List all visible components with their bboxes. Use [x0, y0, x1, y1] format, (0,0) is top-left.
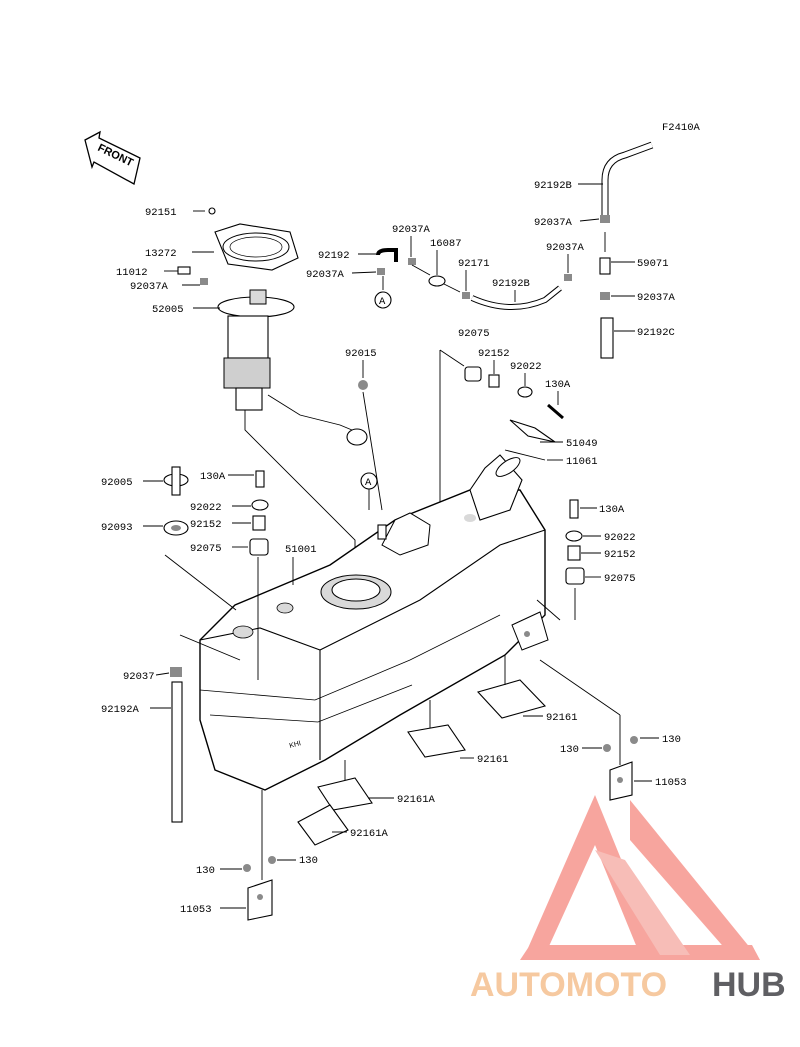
label-92037: 92037 — [123, 671, 155, 683]
pad-92161a-lower-icon — [297, 804, 349, 846]
pad-92161-right-icon — [476, 679, 547, 719]
washer-92022-icon — [517, 386, 533, 398]
label-130a-right: 130A — [599, 504, 625, 516]
fuel-pump-group — [164, 207, 368, 560]
label-130-bottom2: 130 — [299, 855, 318, 867]
label-92192b-mid: 92192B — [492, 278, 530, 290]
bolt-92151-icon — [208, 207, 216, 215]
label-11053-right: 11053 — [655, 777, 687, 789]
svg-text:KHI: KHI — [289, 740, 302, 750]
grommet-92075-left-icon — [249, 538, 269, 556]
hose-92192a-icon — [171, 681, 183, 823]
washer-92022-left-icon — [251, 499, 269, 511]
hose-11012-icon — [177, 266, 191, 275]
label-92093: 92093 — [101, 522, 133, 534]
label-92192a: 92192A — [101, 704, 140, 716]
filter-16087-icon — [428, 275, 446, 287]
grommet-92075-icon — [464, 366, 482, 382]
label-92161a-lower: 92161A — [350, 828, 389, 840]
clamp-92171-icon — [462, 292, 470, 299]
diagram-code: F2410A — [662, 122, 701, 134]
watermark-logo: AUTOMOTO HUB — [470, 795, 786, 1004]
pad-92161a-upper-icon — [317, 777, 373, 811]
clamp-92037a-icon — [200, 278, 208, 285]
label-92075-left: 92075 — [190, 543, 222, 555]
label-130-right1: 130 — [662, 734, 681, 746]
label-92005: 92005 — [101, 477, 133, 489]
gasket-51049-icon — [509, 419, 556, 443]
collar-92152-left-icon — [252, 515, 266, 531]
watermark-text-auto: AUTOMOTO — [470, 966, 667, 1004]
label-92152-top: 92152 — [478, 348, 510, 360]
label-11053-bottom: 11053 — [180, 904, 212, 916]
label-130a-left: 130A — [200, 471, 226, 483]
label-92192: 92192 — [318, 250, 350, 262]
callout-a-tank-label: A — [365, 477, 372, 489]
collar-92152-icon — [488, 374, 500, 388]
bolt-130a-left-icon — [255, 470, 265, 488]
label-92161a-upper: 92161A — [397, 794, 436, 806]
label-92152-left: 92152 — [190, 519, 222, 531]
grommet-92075-right-icon — [565, 567, 585, 585]
label-92022-top: 92022 — [510, 361, 542, 373]
nut-92015-icon — [358, 380, 368, 390]
label-51001: 51001 — [285, 544, 317, 556]
washer-92022-right-icon — [565, 530, 583, 542]
label-16087: 16087 — [430, 238, 462, 250]
clamp-92037a-icon-6 — [600, 292, 610, 300]
label-92037a-mid1: 92037A — [392, 224, 431, 236]
collar-92152-right-icon — [567, 545, 581, 561]
label-92037a-left: 92037A — [130, 281, 169, 293]
label-92037a-mid3: 92037A — [546, 242, 585, 254]
label-130a-top: 130A — [545, 379, 571, 391]
fuel-tank-51001: KHI — [199, 454, 549, 791]
vent-hose-group: A — [374, 141, 654, 359]
label-11061: 11061 — [566, 456, 598, 468]
label-52005: 52005 — [152, 304, 184, 316]
joint-59071-icon — [599, 257, 611, 275]
clamp-92037a-icon-4 — [564, 274, 572, 281]
label-92161-mid: 92161 — [477, 754, 509, 766]
right-mount-group — [536, 499, 585, 621]
callout-a-top-label: A — [379, 296, 386, 308]
label-92022-right: 92022 — [604, 532, 636, 544]
label-92192b-top: 92192B — [534, 180, 572, 192]
hose-92192c-icon — [600, 317, 614, 359]
bracket-11053-bottom-icon — [243, 790, 276, 921]
label-51049: 51049 — [566, 438, 598, 450]
part-labels: 92151 13272 11012 92037A 52005 92037A 92… — [101, 180, 687, 916]
label-92022-left: 92022 — [190, 502, 222, 514]
bolt-130a-right-icon — [569, 499, 579, 519]
label-92075-right: 92075 — [604, 573, 636, 585]
pad-92161-mid-icon — [407, 724, 466, 758]
bracket-11053-right-icon — [539, 659, 638, 801]
label-13272: 13272 — [145, 248, 177, 260]
label-92192c: 92192C — [637, 327, 675, 339]
label-92152-right: 92152 — [604, 549, 636, 561]
front-arrow-icon: FRONT — [84, 130, 141, 185]
label-92161-right: 92161 — [546, 712, 578, 724]
label-59071: 59071 — [637, 258, 669, 270]
clamp-92037a-icon-5 — [600, 215, 610, 223]
label-92037a-right2: 92037A — [637, 292, 676, 304]
label-11012: 11012 — [116, 267, 148, 279]
label-92151: 92151 — [145, 207, 177, 219]
gasket-13272-icon — [214, 223, 299, 271]
clamp-92037-icon — [170, 667, 182, 677]
label-92015: 92015 — [345, 348, 377, 360]
label-130-right2: 130 — [560, 744, 579, 756]
left-mount-group — [163, 466, 269, 680]
label-92037a-mid2: 92037A — [306, 269, 345, 281]
clamp-92037a-icon-3 — [408, 258, 416, 265]
callout-a-top — [374, 291, 392, 309]
watermark-text-hub: HUB — [712, 966, 786, 1004]
label-92075-top: 92075 — [458, 328, 490, 340]
label-92037a-right1: 92037A — [534, 217, 573, 229]
label-130-bottom1: 130 — [196, 865, 215, 877]
clamp-92037a-icon-2 — [377, 268, 385, 275]
label-92171: 92171 — [458, 258, 490, 270]
